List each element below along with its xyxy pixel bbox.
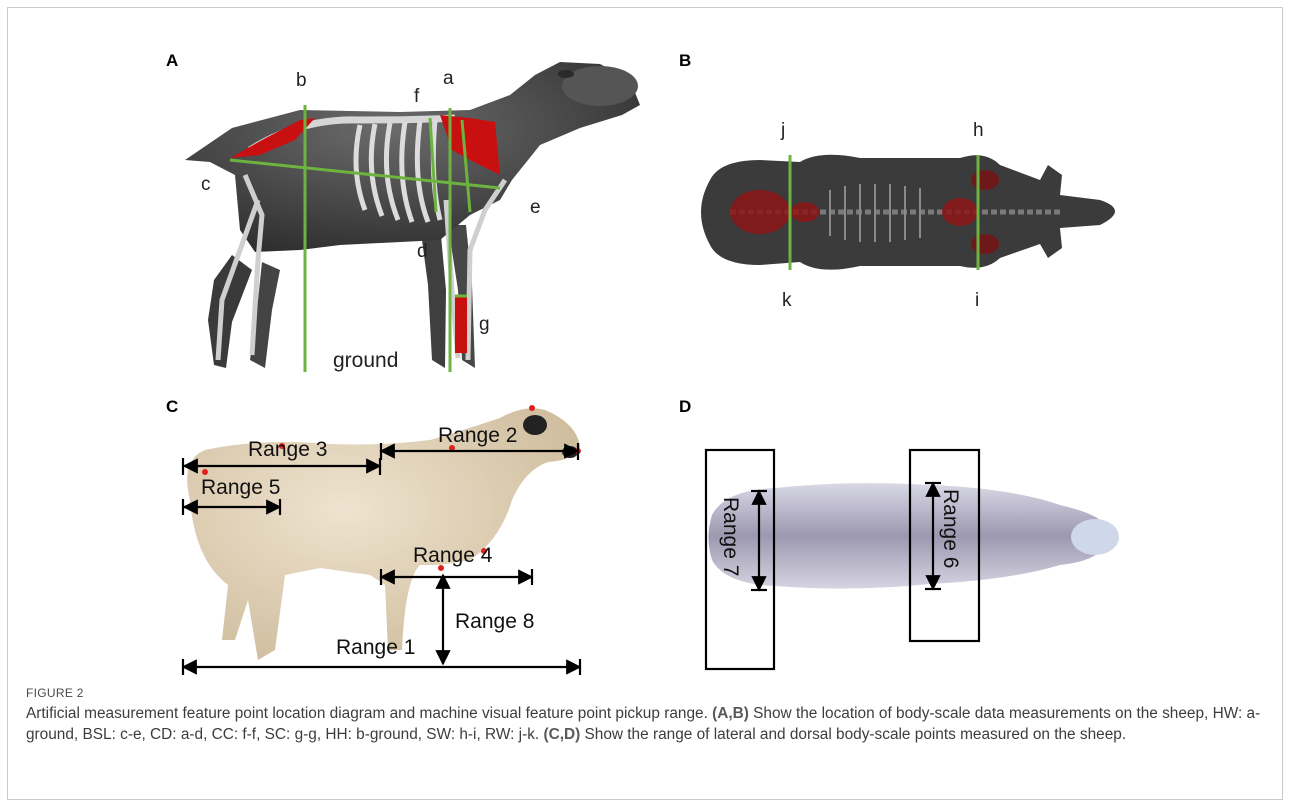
caption-ref-ab: (A,B)	[712, 705, 749, 722]
figure-caption: Artificial measurement feature point loc…	[26, 704, 1266, 745]
range-2-label: Range 2	[438, 424, 517, 447]
point-i-label: i	[975, 290, 979, 311]
point-d-label: d	[417, 241, 428, 262]
point-c-label: c	[201, 174, 211, 195]
point-j-label: j	[780, 120, 785, 141]
range-8-label: Range 8	[455, 610, 534, 633]
figure-label: FIGURE 2	[26, 686, 84, 700]
panel-b-label: B	[679, 51, 691, 70]
point-a-label: a	[443, 68, 454, 89]
point-b-label: b	[296, 70, 307, 91]
sheep-dorsal-photo	[709, 483, 1120, 588]
range-3-label: Range 3	[248, 438, 327, 461]
panel-a-label: A	[166, 51, 178, 70]
caption-text-cd: Show the range of lateral and dorsal bod…	[580, 726, 1126, 743]
caption-title: Artificial measurement feature point loc…	[26, 705, 712, 722]
point-f-label: f	[414, 86, 420, 107]
point-g-label: g	[479, 314, 490, 335]
panel-c: C Range 3 Range 2	[166, 397, 581, 675]
panel-d-label: D	[679, 397, 691, 416]
sheep-skeleton-side-illustration	[185, 62, 640, 372]
range-4-label: Range 4	[413, 544, 493, 567]
range-1-label: Range 1	[336, 636, 415, 659]
figure-image: A	[0, 0, 1290, 680]
panel-c-label: C	[166, 397, 178, 416]
range-5-label: Range 5	[201, 476, 280, 499]
point-k-label: k	[782, 290, 792, 311]
point-e-label: e	[530, 197, 541, 218]
range-6-label: Range 6	[939, 489, 962, 568]
range-7-label: Range 7	[719, 497, 742, 576]
panel-a: A	[166, 51, 640, 372]
caption-ref-cd: (C,D)	[543, 726, 580, 743]
sheep-skeleton-dorsal-illustration	[701, 155, 1115, 270]
point-h-label: h	[973, 120, 984, 141]
panel-b: B j h k i	[679, 51, 1115, 311]
panel-d: D Range 7 Range 6	[679, 397, 1119, 669]
ground-label: ground	[333, 349, 398, 372]
